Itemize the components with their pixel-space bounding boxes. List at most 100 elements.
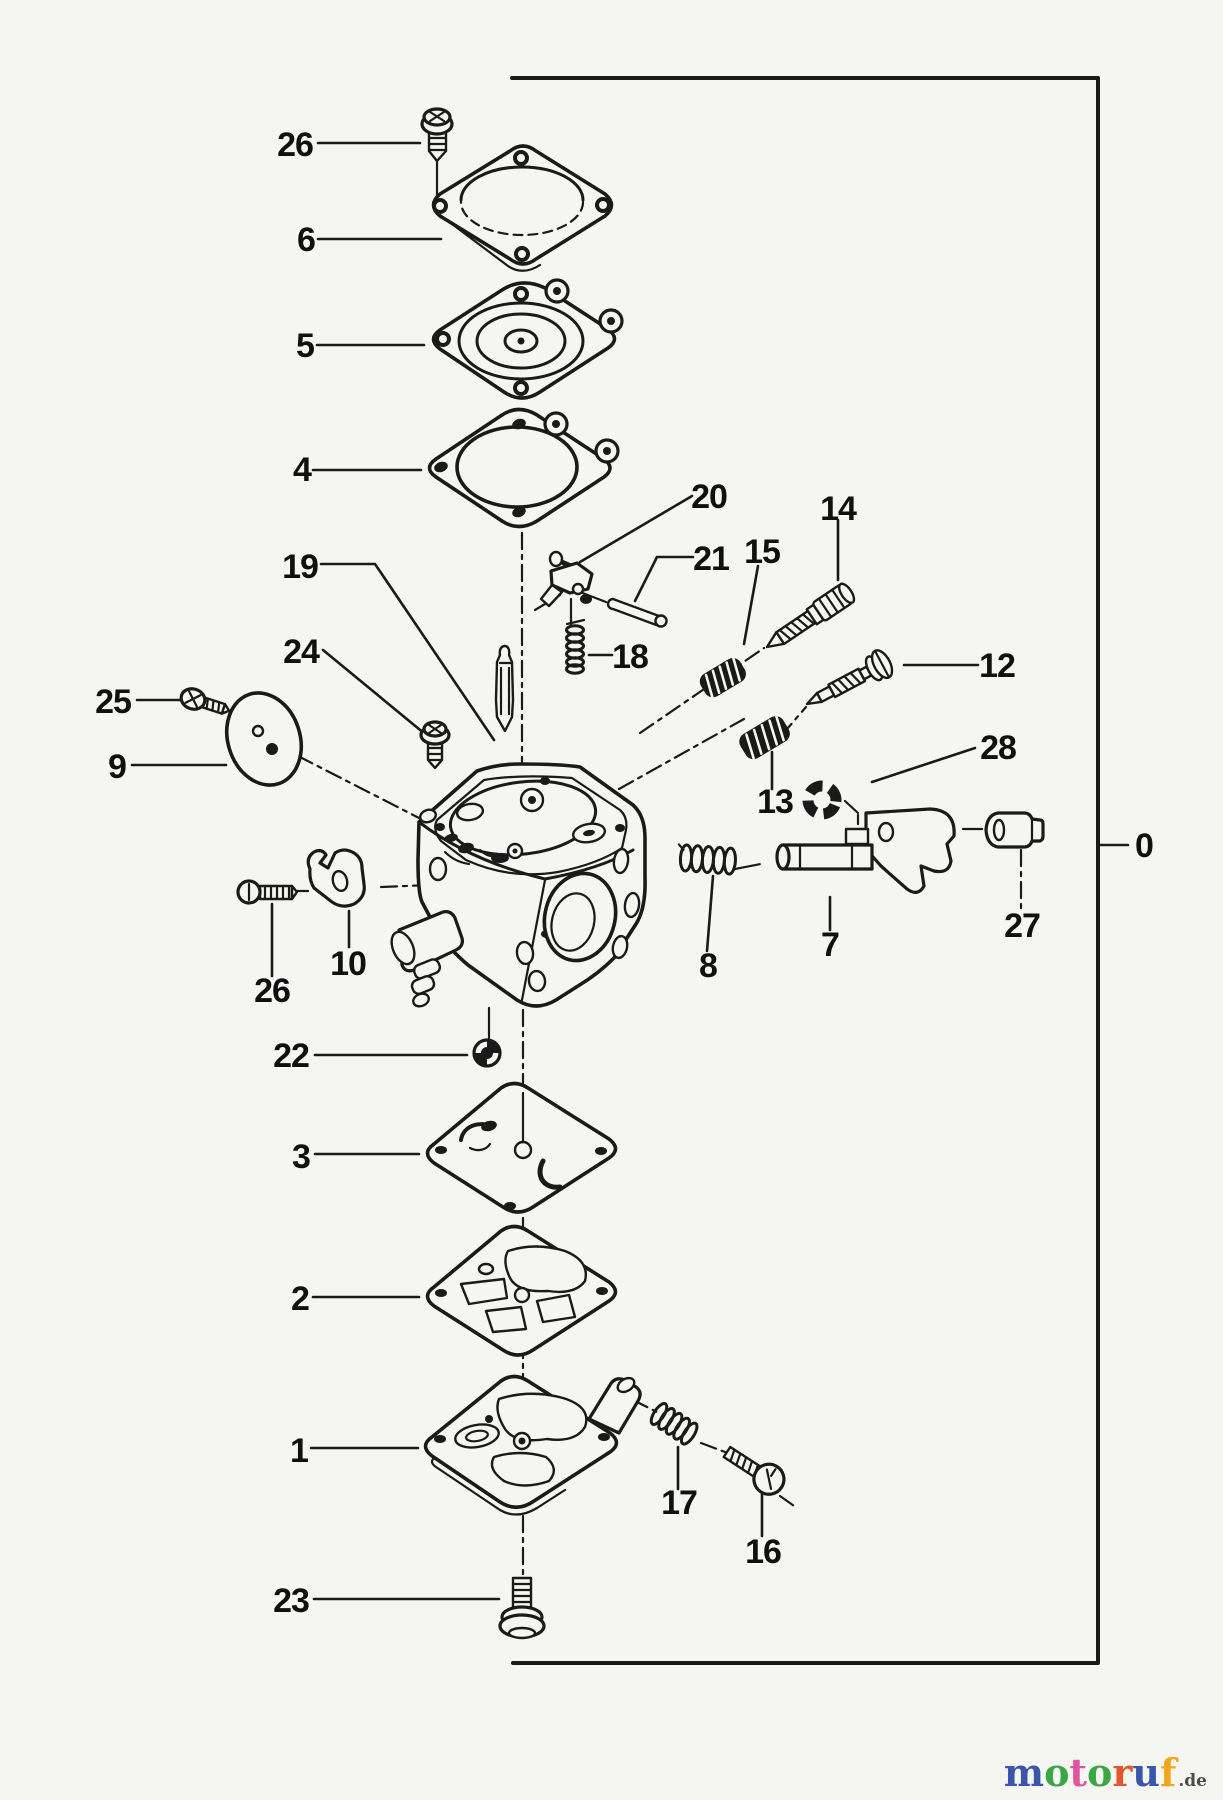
callout-4: 4	[293, 451, 312, 489]
part-needle-19	[494, 644, 515, 733]
spring-tail	[565, 618, 586, 626]
side-hole	[623, 891, 641, 919]
part-plug-13	[739, 715, 790, 760]
venturi-bore	[542, 871, 618, 963]
leader-15	[742, 564, 760, 646]
clip-link	[843, 799, 860, 815]
screw-tip	[220, 702, 231, 715]
corner-hole	[435, 1289, 447, 1297]
callout-16: 16	[745, 1533, 781, 1571]
corner-hole	[513, 150, 529, 166]
side-hole	[612, 847, 630, 875]
part-fork-10	[306, 848, 366, 908]
small-hole	[485, 1415, 493, 1423]
head-underside	[507, 1626, 537, 1640]
pump-screw-axis	[699, 1441, 727, 1454]
plate-thickness	[430, 1457, 567, 1516]
callout-18: 18	[612, 638, 648, 676]
part-needle-14	[765, 582, 856, 649]
part-lever-20	[539, 550, 594, 608]
ear-hole	[553, 287, 561, 295]
ear-hole	[603, 447, 611, 455]
part-plate-1	[423, 1374, 642, 1516]
phillips-slot	[427, 723, 443, 735]
elbow-tip	[616, 1376, 636, 1394]
callout-7: 7	[821, 926, 839, 964]
front-hole	[527, 969, 547, 993]
shaft-detail	[798, 843, 854, 871]
leader-lines	[130, 141, 1023, 1601]
lever-plate	[864, 807, 956, 894]
center-hole-dot	[518, 1437, 526, 1445]
nut-shading	[474, 1053, 487, 1066]
screw-threads	[427, 136, 448, 152]
threads	[426, 746, 444, 762]
part-gasket-2	[425, 1224, 618, 1357]
part-diaphragm-5	[431, 278, 624, 400]
spring-coil	[679, 1421, 699, 1446]
jet-port	[458, 842, 474, 854]
callout-26-top: 26	[277, 126, 313, 164]
disc-outline	[225, 691, 303, 787]
small-hole	[477, 1262, 495, 1276]
needle-outline	[494, 644, 515, 733]
phillips-slot	[428, 110, 446, 123]
part-plug-15	[699, 657, 746, 699]
shaft-boss	[419, 808, 437, 824]
phillips-slot	[184, 690, 202, 708]
callout-1: 1	[290, 1432, 308, 1470]
watermark-letter: o	[1086, 1750, 1113, 1795]
corner-hole	[512, 506, 526, 518]
threads	[778, 613, 816, 641]
nipple-tip	[412, 992, 430, 1008]
part-disc-9	[225, 691, 303, 787]
watermark-letter: m	[1003, 1750, 1045, 1795]
side-boss	[428, 856, 448, 882]
needle-detail	[498, 661, 513, 716]
callout-25: 25	[95, 683, 131, 721]
nut-shading	[487, 1040, 500, 1053]
dome-arc-hidden	[459, 200, 585, 237]
disc-hole	[266, 743, 278, 755]
shaft-body	[781, 843, 874, 871]
spring-coil	[565, 663, 585, 675]
callout-17: 17	[661, 1484, 697, 1522]
watermark-letter: o	[1044, 1750, 1070, 1795]
passage-lines	[443, 848, 500, 866]
threads	[729, 1448, 760, 1478]
oval-inner	[465, 1429, 489, 1443]
flange-hole	[435, 823, 445, 831]
watermark-letter: t	[1069, 1750, 1087, 1795]
callout-19: 19	[282, 548, 318, 586]
callout-24: 24	[283, 633, 320, 671]
flange-inner-edge	[434, 775, 628, 876]
threads	[511, 1582, 533, 1610]
part-eclip-28	[802, 780, 842, 820]
screw-tip	[290, 884, 299, 901]
lever-hole	[877, 821, 895, 843]
dome-arc	[459, 165, 585, 202]
diaphragm-ring	[457, 301, 585, 381]
corner-hole	[598, 1433, 610, 1441]
center-hole	[513, 1286, 531, 1304]
ear-hole	[607, 317, 615, 325]
flange-hole	[540, 777, 550, 785]
corner-hole	[435, 1146, 447, 1154]
head-ridges	[817, 588, 846, 619]
part-spring-18	[565, 618, 586, 675]
lever-nub	[580, 594, 592, 604]
callout-5: 5	[296, 327, 314, 365]
callout-3: 3	[292, 1138, 310, 1176]
watermark-letter: f	[1160, 1750, 1177, 1795]
part-screw-26-left	[236, 879, 299, 905]
threads	[830, 671, 862, 695]
chamber-well	[455, 802, 485, 822]
head-slot	[873, 649, 891, 679]
jet-axis	[638, 646, 766, 735]
part-carburetor-body	[390, 762, 647, 1008]
corner-hole	[595, 1147, 607, 1155]
choke-plate-axis	[296, 754, 423, 821]
tube-opening	[390, 930, 416, 966]
